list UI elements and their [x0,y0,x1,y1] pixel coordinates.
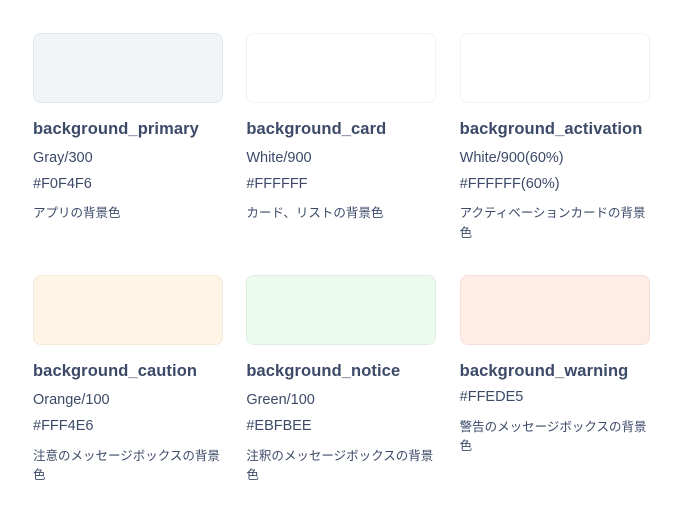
color-hex: #EBFBEE [246,418,312,435]
color-description: アクティベーションカードの背景色 [459,206,646,240]
color-description: 注釈のメッセージボックスの背景色 [246,448,434,483]
color-card-background-notice: background_notice Green/100 #EBFBEE 注釈のメ… [246,275,437,485]
palette-row-2: background_caution Orange/100 #FFF4E6 注意… [33,275,650,485]
color-name: background_warning [459,362,629,381]
color-description: 注意のメッセージボックスの背景色 [33,448,220,483]
color-hex: #FFF4E6 [33,418,94,435]
color-swatch [246,275,437,346]
color-name: background_card [246,120,387,138]
color-token: Green/100 [246,392,315,409]
color-swatch [246,33,437,103]
color-hex: #F0F4F6 [33,175,92,192]
color-name: background_notice [246,362,401,381]
color-card-background-warning: background_warning #FFEDE5 警告のメッセージボックスの… [459,275,650,485]
color-description: カード、リストの背景色 [246,206,384,221]
color-palette-grid: background_primary Gray/300 #F0F4F6 アプリの… [33,33,650,485]
color-hex: #FFEDE5 [459,389,524,406]
color-token: White/900(60%) [459,150,564,167]
color-swatch [459,33,650,103]
color-swatch [459,275,650,346]
color-token: Orange/100 [33,392,110,409]
color-card-background-caution: background_caution Orange/100 #FFF4E6 注意… [33,275,223,485]
palette-row-1: background_primary Gray/300 #F0F4F6 アプリの… [33,33,650,243]
color-hex: #FFFFFF(60%) [459,175,560,192]
color-name: background_activation [459,120,643,138]
color-name: background_caution [33,362,198,381]
color-card-background-card: background_card White/900 #FFFFFF カード、リス… [246,33,437,243]
color-token: Gray/300 [33,150,93,167]
color-hex: #FFFFFF [246,175,308,192]
color-description: 警告のメッセージボックスの背景色 [459,420,647,454]
color-swatch [33,33,223,103]
color-description: アプリの背景色 [33,206,121,221]
color-name: background_primary [33,120,199,138]
color-token: White/900 [246,150,312,167]
color-card-background-primary: background_primary Gray/300 #F0F4F6 アプリの… [33,33,223,243]
color-card-background-activation: background_activation White/900(60%) #FF… [459,33,650,243]
color-swatch [33,275,223,346]
